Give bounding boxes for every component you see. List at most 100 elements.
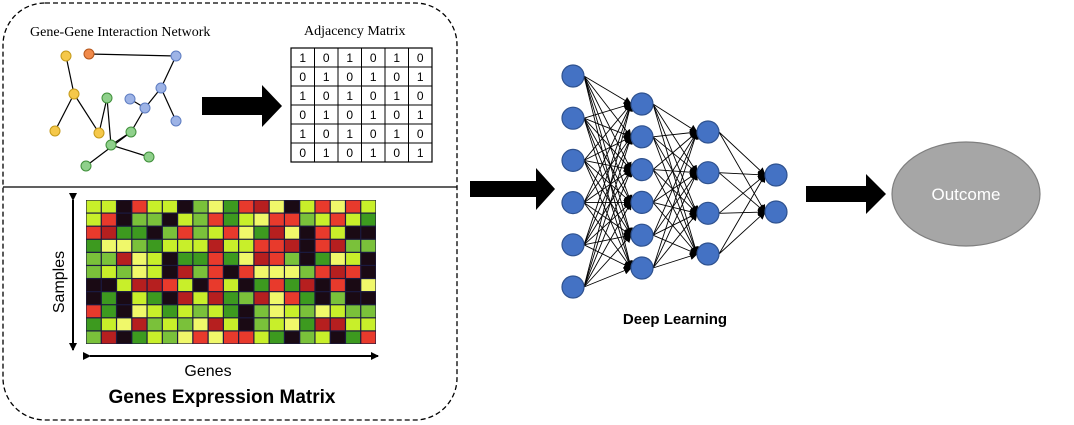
adjacency-cell: 1 [370, 70, 377, 84]
adjacency-cell: 0 [323, 51, 330, 65]
heatmap-cell [117, 213, 132, 226]
heatmap-cell [269, 279, 284, 292]
heatmap-cell [132, 239, 147, 252]
adjacency-cell: 0 [346, 70, 353, 84]
heatmap-cell [223, 318, 239, 331]
heatmap-cell [162, 331, 177, 344]
heatmap-cell [101, 266, 116, 278]
nn-connection [583, 75, 634, 269]
adjacency-cell: 1 [299, 127, 306, 141]
heatmap-cell [208, 239, 223, 252]
heatmap-cell [193, 239, 208, 252]
heatmap-cell [315, 279, 330, 292]
nn-neuron [561, 191, 585, 215]
heatmap-cell [132, 200, 147, 213]
heatmap-cell [269, 239, 284, 252]
heatmap-cell [269, 226, 284, 239]
nn-connection [652, 131, 698, 170]
adjacency-cell: 0 [393, 108, 400, 122]
heatmap-cell [254, 266, 269, 278]
heatmap-cell [117, 292, 132, 305]
gene-node [139, 102, 151, 114]
gene-node [93, 127, 105, 139]
heatmap-cell [86, 239, 101, 252]
heatmap-cell [285, 292, 300, 305]
nn-connection [583, 266, 632, 288]
heatmap-cell [315, 292, 330, 305]
nn-connection [583, 160, 632, 204]
heatmap-cell [223, 331, 239, 344]
gene-node [155, 82, 167, 94]
adjacency-cell: 0 [417, 127, 424, 141]
heatmap-cell [147, 318, 162, 331]
heatmap-cell [239, 226, 254, 239]
heatmap-cell [162, 213, 177, 226]
heatmap-cell [285, 305, 300, 318]
nn-connection [652, 131, 698, 203]
adjacency-cell: 0 [346, 108, 353, 122]
nn-connection [583, 202, 632, 236]
heatmap-cell [315, 318, 330, 331]
gene-node [170, 50, 182, 62]
heatmap-cell [178, 213, 193, 226]
heatmap-cell [223, 305, 239, 318]
arrow-network-to-outcome [806, 174, 886, 214]
adjacency-cell: 0 [393, 146, 400, 160]
heatmap-cell [330, 213, 345, 226]
heatmap-cell [315, 252, 330, 265]
nn-connection [652, 103, 699, 215]
adjacency-cell: 0 [417, 89, 424, 103]
heatmap-cell [330, 252, 345, 265]
heatmap-cell [315, 226, 330, 239]
adjacency-cell: 1 [417, 146, 424, 160]
heatmap-cell [86, 292, 101, 305]
heatmap-cell [285, 213, 300, 226]
heatmap-cell [254, 226, 269, 239]
heatmap-cell [162, 266, 177, 278]
heatmap-cell [117, 266, 132, 278]
adjacency-cell: 0 [370, 51, 377, 65]
heatmap-cell [223, 239, 239, 252]
gene-node [80, 160, 92, 172]
heatmap-cell [208, 318, 223, 331]
heatmap-cell [285, 252, 300, 265]
network-edge [98, 97, 108, 134]
nn-connection [718, 208, 766, 217]
heatmap-cell [86, 318, 101, 331]
heatmap-cell [178, 200, 193, 213]
heatmap-cell [361, 305, 376, 318]
heatmap-cell [315, 213, 330, 226]
gene-node [49, 125, 61, 137]
heatmap-cell [178, 252, 193, 265]
heatmap-cell [86, 279, 101, 292]
heatmap-cell [147, 279, 162, 292]
heatmap-cell [254, 252, 269, 265]
network-title: Gene-Gene Interaction Network [30, 25, 210, 40]
heatmap-cell [193, 213, 208, 226]
gene-node [170, 115, 182, 127]
heatmap-cell [285, 331, 300, 344]
heatmap-cell [361, 226, 376, 239]
nn-connection [583, 136, 632, 161]
adjacency-cell: 1 [370, 108, 377, 122]
heatmap-cell [178, 226, 193, 239]
nn-neuron [561, 106, 585, 130]
nn-neuron [630, 158, 654, 182]
nn-connection [652, 136, 698, 174]
heatmap-cell [193, 279, 208, 292]
heatmap-cell [117, 239, 132, 252]
heatmap-cell [361, 292, 376, 305]
nn-connection [583, 75, 632, 105]
heatmap-cell [162, 292, 177, 305]
heatmap-cell [239, 292, 254, 305]
adjacency-cell: 0 [370, 89, 377, 103]
heatmap-cell [239, 213, 254, 226]
heatmap-cell [346, 305, 361, 318]
heatmap-cell [193, 226, 208, 239]
heatmap-cell [300, 252, 315, 265]
heatmap-cell [361, 200, 376, 213]
nn-neuron [630, 125, 654, 149]
heatmap-cell [162, 239, 177, 252]
